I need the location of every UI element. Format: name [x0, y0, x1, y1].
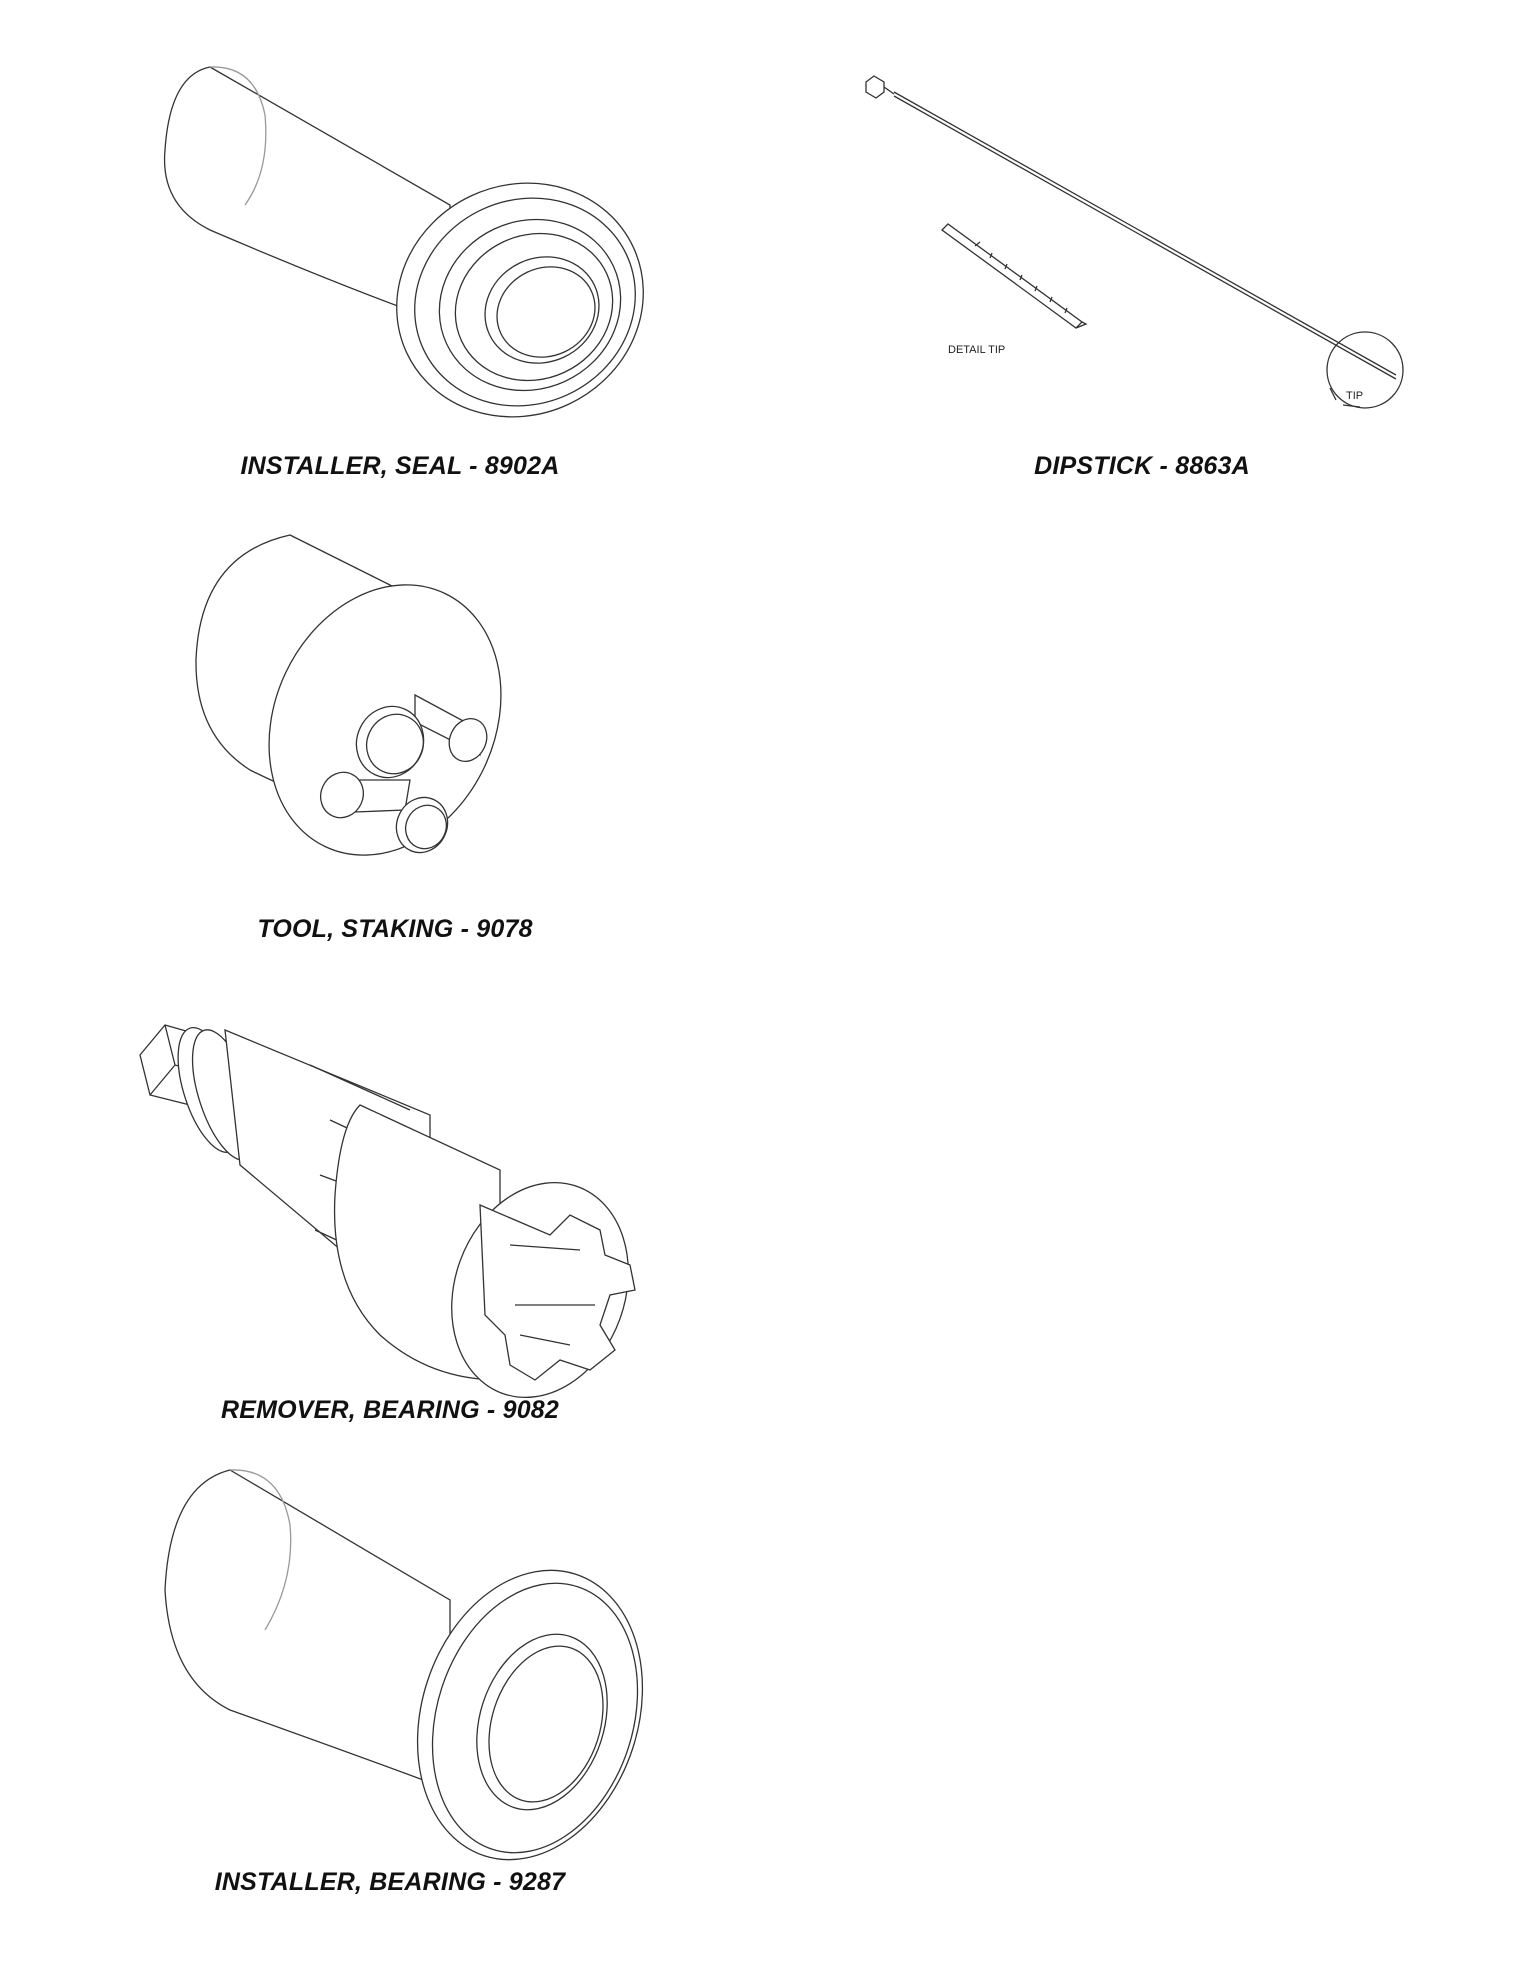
seal-installer-drawing	[150, 55, 630, 425]
bearing-remover-caption: REMOVER, BEARING - 9082	[220, 1396, 560, 1424]
bearing-installer-caption: INSTALLER, BEARING - 9287	[214, 1868, 566, 1896]
seal-installer-caption: INSTALLER, SEAL - 8902A	[240, 452, 560, 480]
dipstick-caption: DIPSTICK - 8863A	[1034, 452, 1250, 480]
dipstick-drawing	[860, 70, 1420, 420]
staking-tool-drawing	[190, 530, 580, 880]
dipstick-tip-label: TIP	[1346, 390, 1364, 402]
dipstick-detail-label: DETAIL TIP	[948, 344, 1006, 356]
staking-tool-caption: TOOL, STAKING - 9078	[257, 915, 533, 943]
bearing-remover-drawing	[130, 1005, 640, 1395]
bearing-installer-drawing	[150, 1460, 640, 1860]
